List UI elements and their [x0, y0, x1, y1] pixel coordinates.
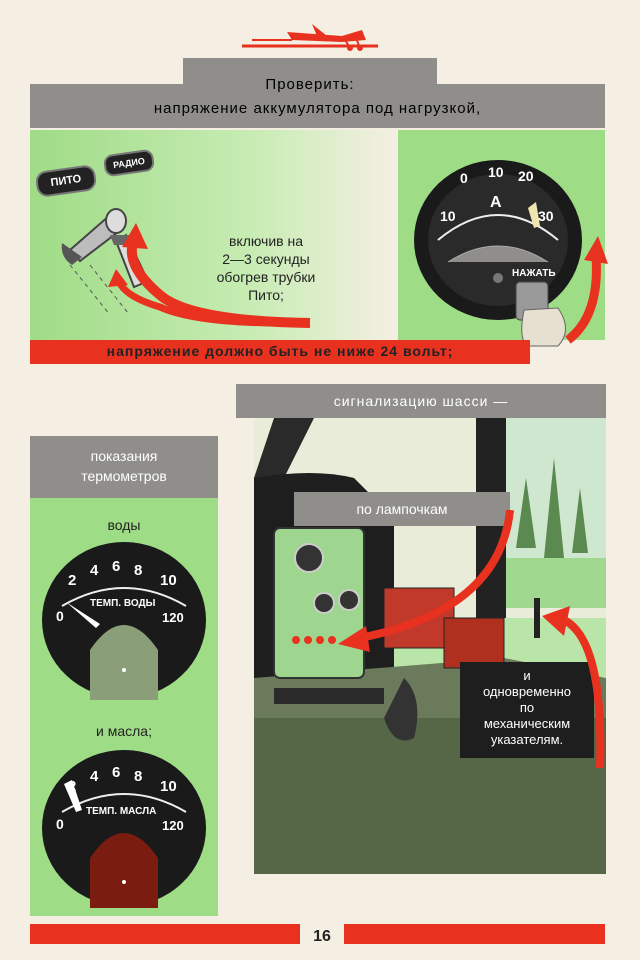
ammeter-tick-10: 10: [488, 164, 504, 180]
chassis-title-bar: сигнализацию шасси —: [236, 384, 606, 418]
lamps-label-box: по лампочкам: [294, 492, 510, 526]
instruction-line: Пито;: [248, 287, 284, 303]
voltage-text: напряжение должно быть не ниже 24 вольт;: [106, 343, 454, 359]
mechanical-line: указателям.: [490, 732, 564, 747]
water-label: воды: [107, 517, 141, 533]
mechanical-label: и одновременно по механическим указателя…: [460, 668, 594, 748]
header-banner: [30, 84, 605, 128]
lamps-red-arrow: [330, 509, 530, 670]
thermometers-title-box: [30, 436, 218, 498]
header-subtitle: напряжение аккумулятора под нагрузкой,: [153, 100, 482, 117]
ammeter-tick-neg10: 10: [440, 208, 456, 224]
press-button-label: НАЖАТЬ: [512, 268, 556, 279]
water-tick-10: 10: [160, 572, 177, 589]
curved-arrow-right: [560, 236, 610, 346]
thermometers-title-line: показания: [90, 448, 158, 464]
page-number: 16: [313, 928, 331, 945]
instruction-line: 2—3 секунды: [222, 251, 310, 267]
oil-tick-120: 120: [162, 818, 184, 833]
water-face-label: ТЕМП. ВОДЫ: [90, 598, 156, 609]
water-gauge: [40, 540, 208, 700]
header-title: Проверить:: [265, 76, 355, 93]
mechanical-line: механическим: [483, 716, 571, 731]
water-tick-2: 2: [68, 572, 77, 589]
water-tick-8: 8: [134, 562, 143, 579]
oil-tick-0: 0: [56, 816, 64, 832]
oil-tick-4: 4: [90, 768, 99, 785]
water-tick-4: 4: [90, 562, 99, 579]
instruction-line: включив на: [228, 233, 304, 249]
oil-tick-6: 6: [112, 764, 121, 781]
mechanical-line: и: [523, 668, 531, 683]
thermometers-title: показания термометров: [30, 446, 218, 486]
page-number-box: [300, 924, 344, 952]
voltage-red-bar: [30, 340, 530, 364]
oil-gauge: [40, 748, 208, 908]
oil-tick-10: 10: [160, 778, 177, 795]
water-tick-120: 120: [162, 610, 184, 625]
oil-tick-8: 8: [134, 768, 143, 785]
ammeter-tick-0: 0: [460, 170, 468, 186]
header-tab: [183, 58, 437, 86]
pito-instruction: включив на 2—3 секунды обогрев трубки Пи…: [186, 232, 346, 304]
ammeter-unit: А: [490, 194, 502, 211]
ammeter-tick-20: 20: [518, 168, 534, 184]
water-tick-6: 6: [112, 558, 121, 575]
mechanical-label-box: [460, 662, 594, 758]
water-tick-0: 0: [56, 608, 64, 624]
instruction-line: обогрев трубки: [216, 269, 316, 285]
oil-face-label: ТЕМП. МАСЛА: [86, 806, 157, 817]
ammeter-gauge: [408, 150, 603, 350]
ammeter-tick-30: 30: [538, 208, 554, 224]
mechanical-red-arrow: [540, 600, 610, 770]
plane-logo: [232, 14, 388, 54]
thermometers-title-line: термометров: [81, 468, 167, 484]
mechanical-line: одновременно: [482, 684, 572, 699]
toggle-switch-illustration: [50, 195, 320, 335]
oil-label: и масла;: [96, 723, 152, 739]
mechanical-line: по: [519, 700, 535, 715]
oil-tick-2: 2: [68, 778, 77, 795]
